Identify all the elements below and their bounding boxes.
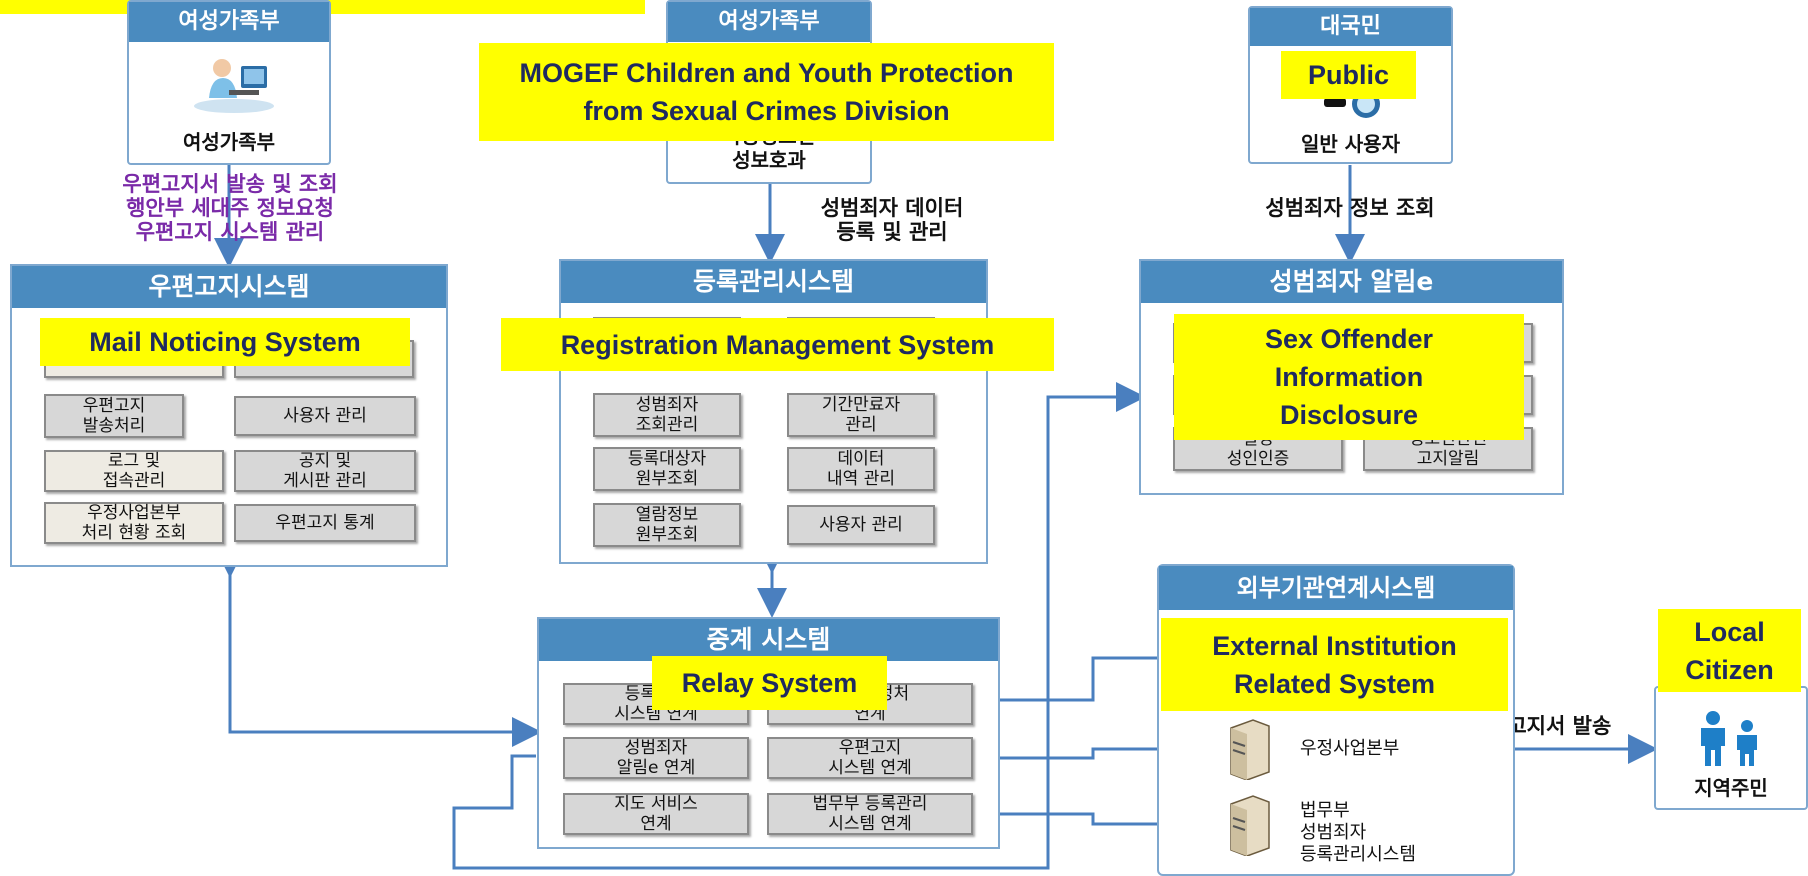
mail-cell-log: 로그 및 접속관리 (44, 450, 224, 492)
mail-system-title: 우편고지시스템 (12, 266, 446, 308)
registration-cell-view-ledger: 열람정보 원부조회 (593, 503, 741, 547)
flow-label-registration-1: 성범죄자 데이터 (820, 196, 964, 220)
registration-cell-data-history: 데이터 내역 관리 (787, 447, 935, 491)
justice-label-2: 성범죄자 (1300, 822, 1367, 843)
arrow-mail-relay (215, 548, 542, 747)
relay-cell-justice-link: 법무부 등록관리 시스템 연계 (767, 793, 973, 835)
actor-local-citizen-label: 지역주민 (1694, 776, 1768, 800)
external-system-panel: 외부기관연계시스템 우정사업본부 법무부 성범죄자 등록관리시스템 (1157, 564, 1515, 876)
relay-system-title: 중계 시스템 (539, 619, 998, 661)
local-overlay-line-2: Citizen (1685, 654, 1774, 685)
relay-cell-mail-link: 우편고지 시스템 연계 (767, 737, 973, 779)
relay-system-panel: 중계 시스템 등록관리 시스템 연계 법원행정처 연계 성범죄자 알림e 연계 … (537, 617, 1000, 849)
actor-mogef: 여성가족부 여성가족부 (127, 0, 331, 165)
local-citizen-overlay: Local Citizen (1658, 609, 1801, 692)
flow-label-lookup: 성범죄자 정보 조회 (1265, 196, 1435, 220)
relay-cell-map-link: 지도 서비스 연계 (563, 793, 749, 835)
flow-label-mail-2: 행안부 세대주 정보요청 (126, 196, 334, 220)
actor-local-citizen: 지역주민 (1654, 686, 1808, 810)
public-overlay: Public (1281, 51, 1416, 99)
arrow-relay-to-external-top (970, 656, 1162, 702)
registration-cell-target-ledger: 등록대상자 원부조회 (593, 447, 741, 491)
arrow-relay-to-alimi (452, 382, 1146, 870)
postal-label: 우정사업본부 (1300, 738, 1400, 759)
postal-server-icon (1223, 718, 1273, 781)
division-overlay-line-1: MOGEF Children and Youth Protection (519, 58, 1014, 88)
registration-system-title: 등록관리시스템 (561, 261, 986, 303)
justice-label-1: 법무부 (1300, 800, 1350, 821)
mail-system-overlay: Mail Noticing System (40, 318, 410, 366)
arrow-relay-to-justice (970, 809, 1216, 839)
registration-cell-expired: 기간만료자 관리 (787, 393, 935, 437)
alimi-system-overlay: Sex Offender Information Disclosure (1174, 314, 1524, 440)
actor-public-header: 대국민 (1250, 8, 1451, 46)
registration-system-panel: 등록관리시스템 성범죄자 조회관리 기간만료자 관리 등록대상자 원부조회 데이… (559, 259, 988, 564)
actor-mogef-division-header: 여성가족부 (668, 2, 870, 42)
division-overlay-line-2: from Sexual Crimes Division (583, 96, 950, 126)
division-overlay: MOGEF Children and Youth Protection from… (479, 43, 1054, 141)
arrow-relay-to-postal (970, 734, 1216, 764)
mail-cell-board: 공지 및 게시판 관리 (234, 450, 416, 492)
flow-label-registration-2: 등록 및 관리 (836, 220, 948, 244)
actor-public-label: 일반 사용자 (1301, 132, 1400, 156)
flow-label-mail-3: 우편고지 시스템 관리 (135, 220, 325, 244)
actor-mogef-header: 여성가족부 (129, 2, 329, 42)
external-overlay-line-1: External Institution (1212, 630, 1457, 661)
justice-server-icon (1223, 794, 1273, 857)
office-worker-icon (189, 54, 279, 114)
registration-system-overlay: Registration Management System (501, 318, 1054, 371)
alimi-overlay-line-1: Sex Offender (1264, 324, 1434, 354)
registration-cell-offender-lookup: 성범죄자 조회관리 (593, 393, 741, 437)
alimi-system-title: 성범죄자 알림e (1141, 261, 1562, 303)
registration-cell-user-management: 사용자 관리 (787, 505, 935, 545)
people-icon (1689, 710, 1769, 766)
mail-cell-user-management: 사용자 관리 (234, 396, 416, 436)
actor-mogef-label: 여성가족부 (183, 130, 275, 154)
relay-system-overlay: Relay System (652, 656, 887, 710)
external-system-overlay: External Institution Related System (1161, 618, 1508, 711)
alimi-overlay-line-2: Information (1274, 362, 1424, 392)
justice-label-3: 등록관리시스템 (1300, 844, 1416, 865)
mail-cell-postal-status: 우정사업본부 처리 현황 조회 (44, 502, 224, 544)
actor-division-label-2: 성보호과 (732, 148, 806, 172)
alimi-overlay-line-3: Disclosure (1279, 400, 1419, 430)
external-system-title: 외부기관연계시스템 (1159, 566, 1513, 610)
relay-cell-alimi-link: 성범죄자 알림e 연계 (563, 737, 749, 779)
flow-label-mail-1: 우편고지서 발송 및 조회 (122, 172, 338, 196)
mail-cell-statistics: 우편고지 통계 (234, 504, 416, 542)
mail-cell-dispatch: 우편고지 발송처리 (44, 394, 184, 438)
external-overlay-line-2: Related System (1233, 668, 1436, 699)
local-overlay-line-1: Local (1694, 616, 1765, 647)
